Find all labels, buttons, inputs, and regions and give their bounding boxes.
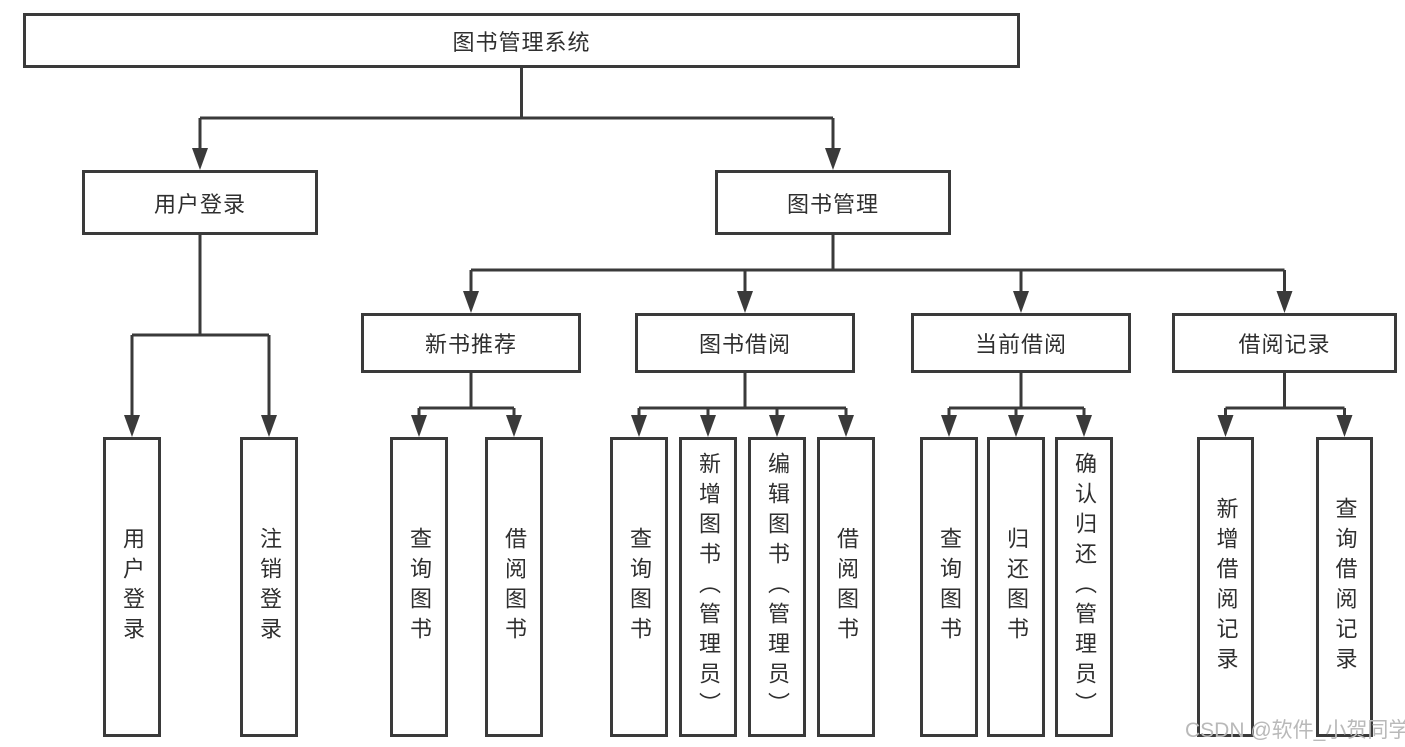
connector-newbook-to-leaves [417, 373, 516, 417]
arrowhead-icon [700, 415, 716, 437]
arrowhead-icon [1217, 415, 1234, 437]
arrowhead-icon [1013, 291, 1029, 313]
arrowhead-icon [1276, 291, 1293, 313]
csdn-watermark: CSDN @软件_小贺同学 [1185, 719, 1405, 742]
leaf-cb-return-books: 归还图书 [987, 437, 1045, 737]
leaf-bb-edit-book-admin: 编辑图书（管理员） [748, 437, 806, 737]
arrowhead-icon [463, 291, 479, 313]
connector-records-to-leaves [1224, 373, 1346, 417]
leaf-logout: 注销登录 [240, 437, 298, 737]
connector-bookmgmt-to-level3 [469, 235, 1286, 293]
node-book-management: 图书管理 [715, 170, 951, 235]
arrowhead-icon [941, 415, 957, 437]
arrowhead-icon [825, 148, 841, 170]
leaf-br-query-record: 查询借阅记录 [1316, 437, 1373, 737]
arrowhead-icon [261, 415, 277, 437]
arrowhead-icon [1008, 415, 1024, 437]
leaf-bb-add-book-admin: 新增图书（管理员） [679, 437, 737, 737]
node-new-book-recommend: 新书推荐 [361, 313, 581, 373]
arrowhead-icon [1076, 415, 1092, 437]
node-current-borrow: 当前借阅 [911, 313, 1131, 373]
connector-root-to-level2 [198, 68, 835, 150]
arrowhead-group [124, 148, 1353, 437]
leaf-nbr-query-books: 查询图书 [390, 437, 448, 737]
leaf-bb-borrow-books: 借阅图书 [817, 437, 875, 737]
node-user-login: 用户登录 [82, 170, 318, 235]
arrowhead-icon [124, 415, 140, 437]
arrowhead-icon [506, 415, 522, 437]
arrowhead-icon [631, 415, 647, 437]
leaf-bb-query-books: 查询图书 [610, 437, 668, 737]
leaf-br-add-record: 新增借阅记录 [1197, 437, 1254, 737]
leaf-cb-confirm-return-admin: 确认归还（管理员） [1055, 437, 1113, 737]
node-borrow-records: 借阅记录 [1172, 313, 1397, 373]
connector-userlogin-to-leaves [130, 235, 271, 417]
node-library-management-system: 图书管理系统 [23, 13, 1020, 68]
arrowhead-icon [192, 148, 208, 170]
arrowhead-icon [411, 415, 427, 437]
connector-line-group [130, 68, 1346, 417]
node-book-borrow: 图书借阅 [635, 313, 855, 373]
connector-currentborrow-to-leaves [947, 373, 1086, 417]
arrowhead-icon [769, 415, 785, 437]
connector-bookborrow-to-leaves [637, 373, 848, 417]
arrowhead-icon [737, 291, 753, 313]
leaf-cb-query-books: 查询图书 [920, 437, 978, 737]
arrowhead-icon [1336, 415, 1353, 437]
leaf-user-login: 用户登录 [103, 437, 161, 737]
leaf-nbr-borrow-books: 借阅图书 [485, 437, 543, 737]
arrowhead-icon [838, 415, 854, 437]
